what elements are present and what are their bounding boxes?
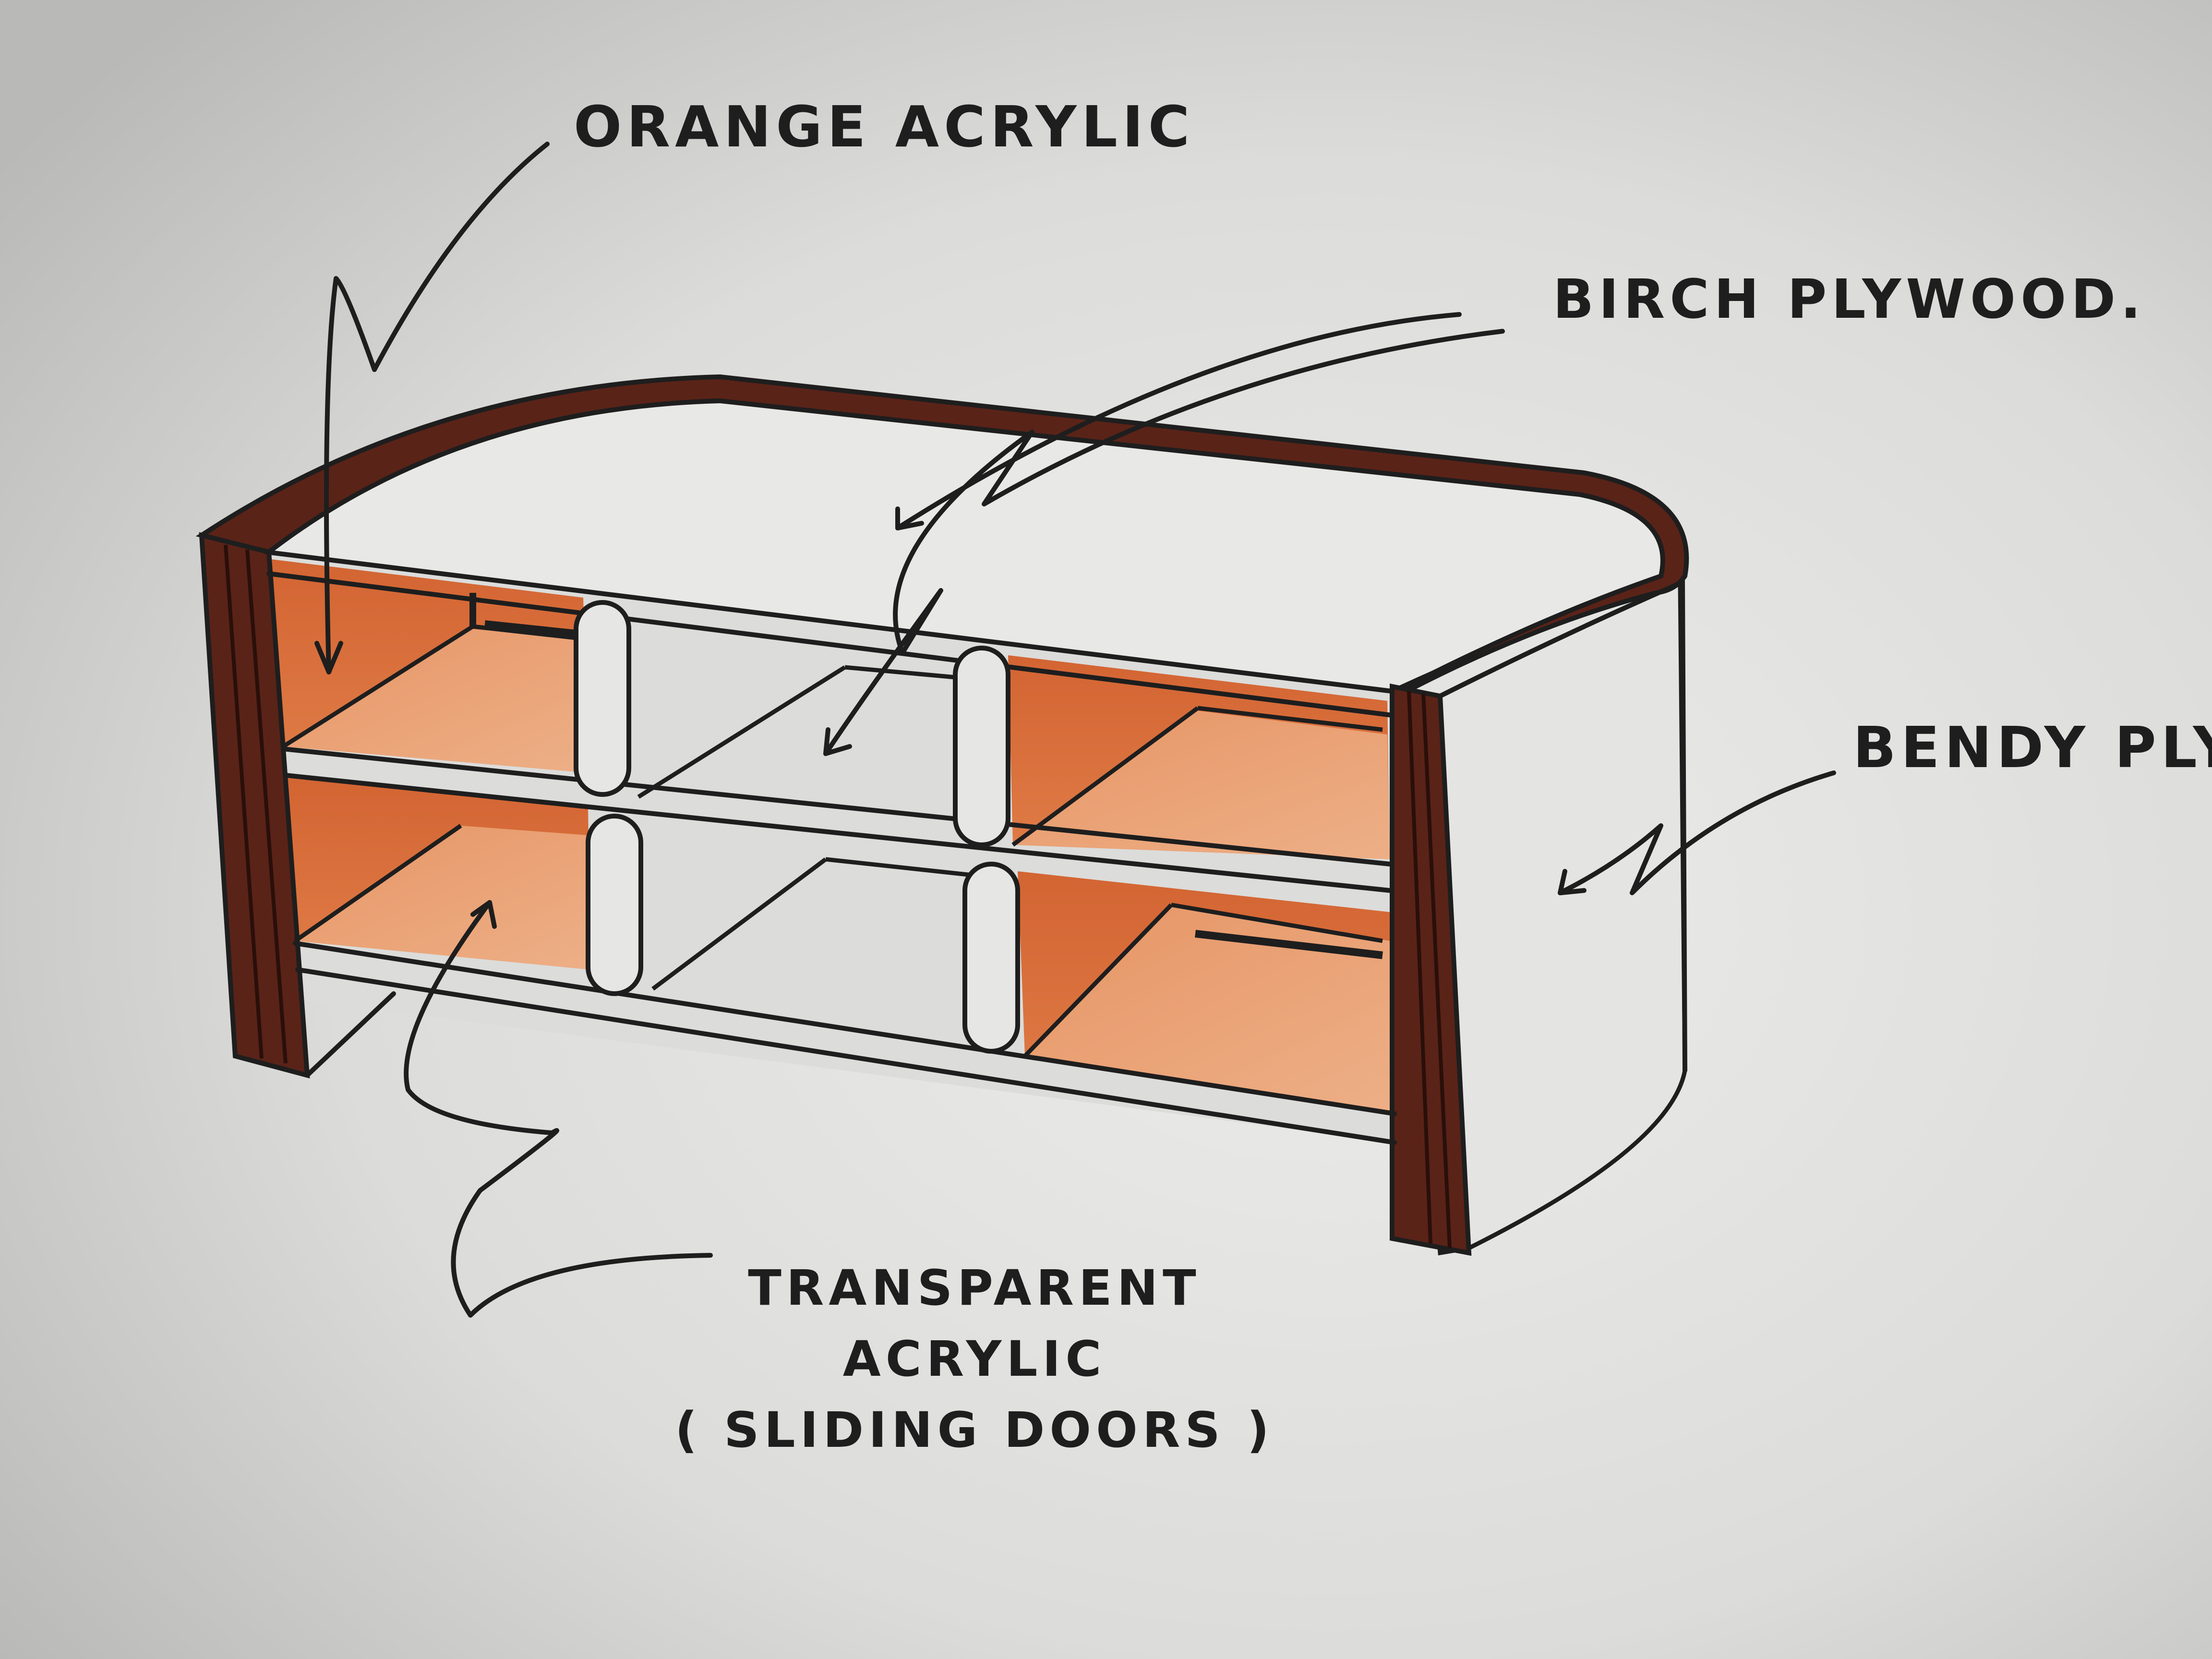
label-transparent-line3: ( Sliding Doors ) (662, 1395, 1286, 1466)
label-transparent-acrylic: Transparent Acrylic ( Sliding Doors ) (662, 1253, 1286, 1466)
label-bendy-ply: Bendy Ply. (1853, 719, 2212, 776)
label-birch-plywood: Birch Plywood. (1553, 273, 2146, 326)
label-transparent-line1: Transparent (662, 1253, 1286, 1324)
label-transparent-line2: Acrylic (662, 1324, 1286, 1395)
label-orange-acrylic: Orange Acrylic (574, 98, 1194, 155)
